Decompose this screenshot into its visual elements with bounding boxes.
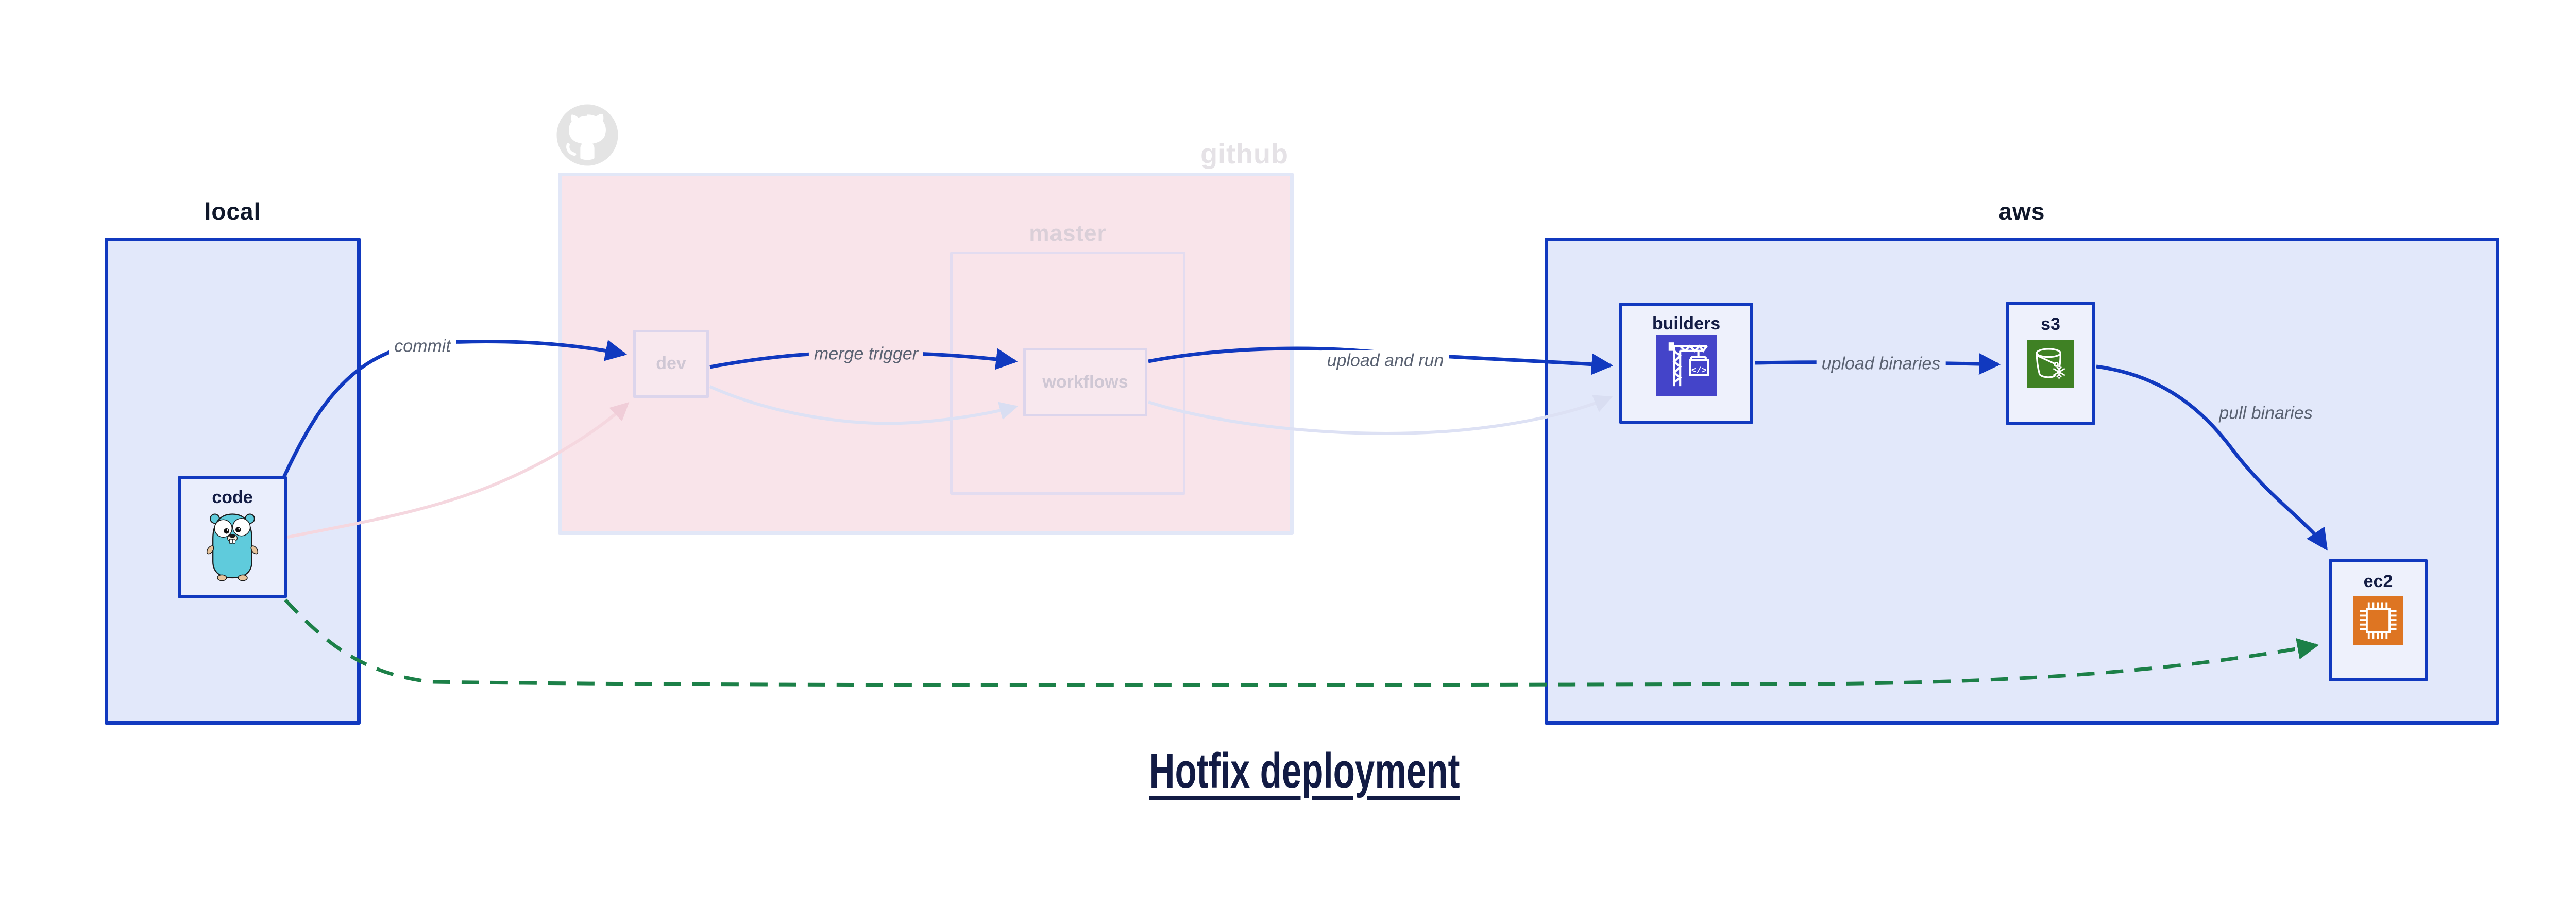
node-workflows bbox=[1023, 348, 1147, 416]
cluster-github-label: github bbox=[1200, 139, 1289, 170]
aws-codebuild-icon: </> bbox=[1656, 335, 1717, 396]
aws-s3-bucket-icon bbox=[2027, 340, 2074, 388]
diagram-title: Hotfix deployment bbox=[1149, 743, 1460, 798]
cluster-local-label: local bbox=[204, 198, 261, 225]
edge-label-upload-and-run: upload and run bbox=[1321, 350, 1449, 372]
aws-ec2-chip-icon bbox=[2353, 596, 2403, 645]
node-code-label: code bbox=[212, 488, 253, 507]
edge-label-upload-binaries: upload binaries bbox=[1816, 353, 1946, 375]
edge-label-merge-trigger: merge trigger bbox=[808, 343, 924, 365]
node-workflows-label: workflows bbox=[1042, 372, 1128, 392]
cluster-aws-label: aws bbox=[1998, 198, 2045, 225]
node-builders-label: builders bbox=[1652, 314, 1721, 333]
github-octocat-icon bbox=[555, 103, 619, 167]
edge-label-pull-binaries: pull binaries bbox=[2219, 403, 2313, 423]
node-dev bbox=[633, 330, 709, 398]
node-s3-label: s3 bbox=[2041, 314, 2060, 334]
codebuild-glyph: </> bbox=[1691, 365, 1707, 375]
cluster-master-label: master bbox=[1029, 221, 1107, 246]
go-gopher-icon bbox=[200, 509, 265, 581]
node-dev-label: dev bbox=[656, 354, 686, 373]
cluster-master bbox=[950, 252, 1185, 495]
node-ec2-label: ec2 bbox=[2363, 572, 2393, 591]
edge-label-commit: commit bbox=[389, 336, 456, 357]
